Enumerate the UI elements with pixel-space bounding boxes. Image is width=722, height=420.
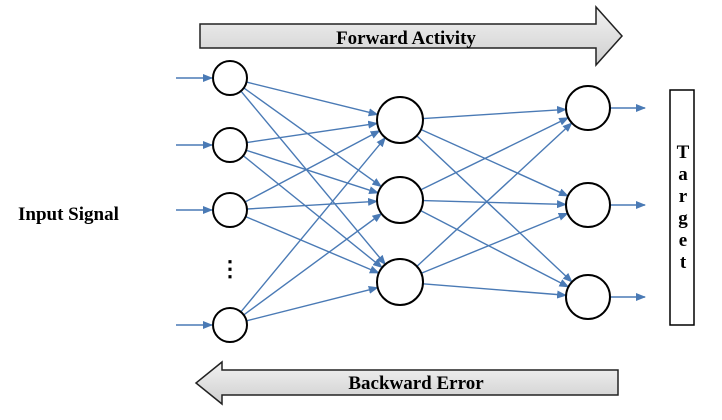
hidden-node-1 [376, 96, 424, 144]
connection-input-4-to-hidden-3 [246, 285, 379, 322]
forward-activity-arrow: Forward Activity [199, 5, 624, 67]
connection-input-2-to-hidden-3 [242, 155, 383, 269]
output-node-3 [565, 274, 611, 320]
connection-input-3-to-hidden-1 [244, 130, 381, 203]
connection-hidden-2-to-output-3 [420, 209, 570, 288]
input-node-1 [212, 60, 248, 96]
output-node-1 [565, 85, 611, 131]
connection-input-1-to-hidden-3 [240, 90, 386, 266]
connection-input-2-to-hidden-2 [245, 149, 380, 194]
connection-hidden-1-to-output-3 [416, 135, 573, 283]
connection-input-2-to-hidden-1 [246, 120, 379, 144]
hidden-node-3 [376, 258, 424, 306]
connection-input-4-to-hidden-1 [240, 136, 386, 313]
input-signal-label: Input Signal [18, 204, 119, 225]
connection-hidden-1-to-output-2 [420, 128, 569, 197]
backward-error-label: Backward Error [348, 373, 484, 394]
connection-hidden-3-to-output-2 [421, 212, 569, 274]
connection-hidden-3-to-output-3 [422, 283, 568, 299]
connection-input-3-to-hidden-3 [245, 215, 380, 274]
connection-input-3-to-hidden-2 [246, 197, 379, 210]
connection-hidden-1-to-output-1 [422, 105, 568, 120]
backward-error-arrow: Backward Error [194, 360, 619, 406]
target-letter-3: r [679, 186, 688, 207]
target-letter-5: e [679, 230, 687, 251]
input-node-3 [212, 192, 248, 228]
forward-activity-label: Forward Activity [336, 28, 476, 49]
target-letter-2: a [678, 164, 688, 185]
connection-input-1-to-hidden-1 [246, 81, 379, 117]
connection-hidden-2-to-output-1 [420, 117, 570, 191]
target-letter-4: g [678, 208, 688, 229]
connection-hidden-2-to-output-2 [422, 199, 568, 209]
connection-input-4-to-hidden-2 [243, 213, 383, 316]
connection-hidden-3-to-output-1 [416, 122, 573, 267]
output-node-2 [565, 182, 611, 228]
ellipsis-label: ⋮ [219, 256, 241, 281]
connections [176, 74, 646, 329]
hidden-node-2 [376, 176, 424, 224]
target-letter-1: T [677, 142, 690, 163]
input-node-2 [212, 127, 248, 163]
input-node-4 [212, 307, 248, 343]
neurons [212, 60, 611, 343]
target-letter-6: t [680, 252, 687, 273]
